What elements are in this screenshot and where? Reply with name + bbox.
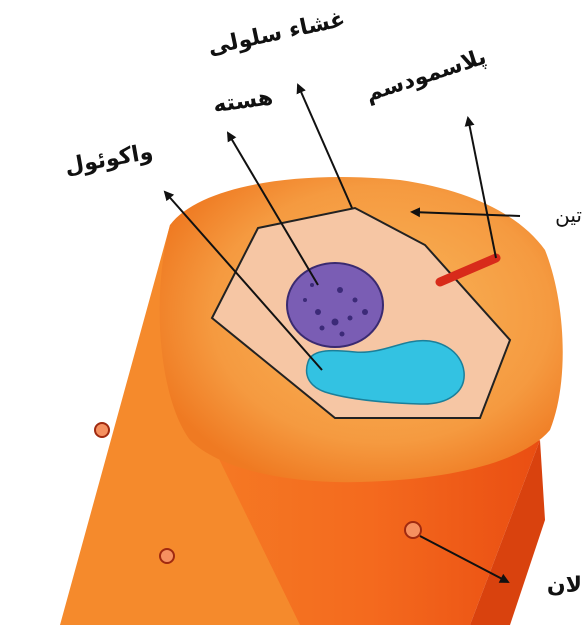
- label-lignin: تین: [555, 203, 582, 227]
- label-plasmodesma: پلاسمودسم: [363, 45, 490, 108]
- label-pit: لان: [547, 573, 582, 598]
- nucleus: [287, 263, 383, 347]
- pit-marker: [95, 423, 109, 437]
- pit-marker: [405, 522, 421, 538]
- label-cell-membrane: غشاء سلولی: [206, 7, 348, 60]
- label-vacuole: واکوئول: [63, 140, 155, 180]
- pit-marker: [160, 549, 174, 563]
- label-nucleus: هسته: [212, 85, 275, 118]
